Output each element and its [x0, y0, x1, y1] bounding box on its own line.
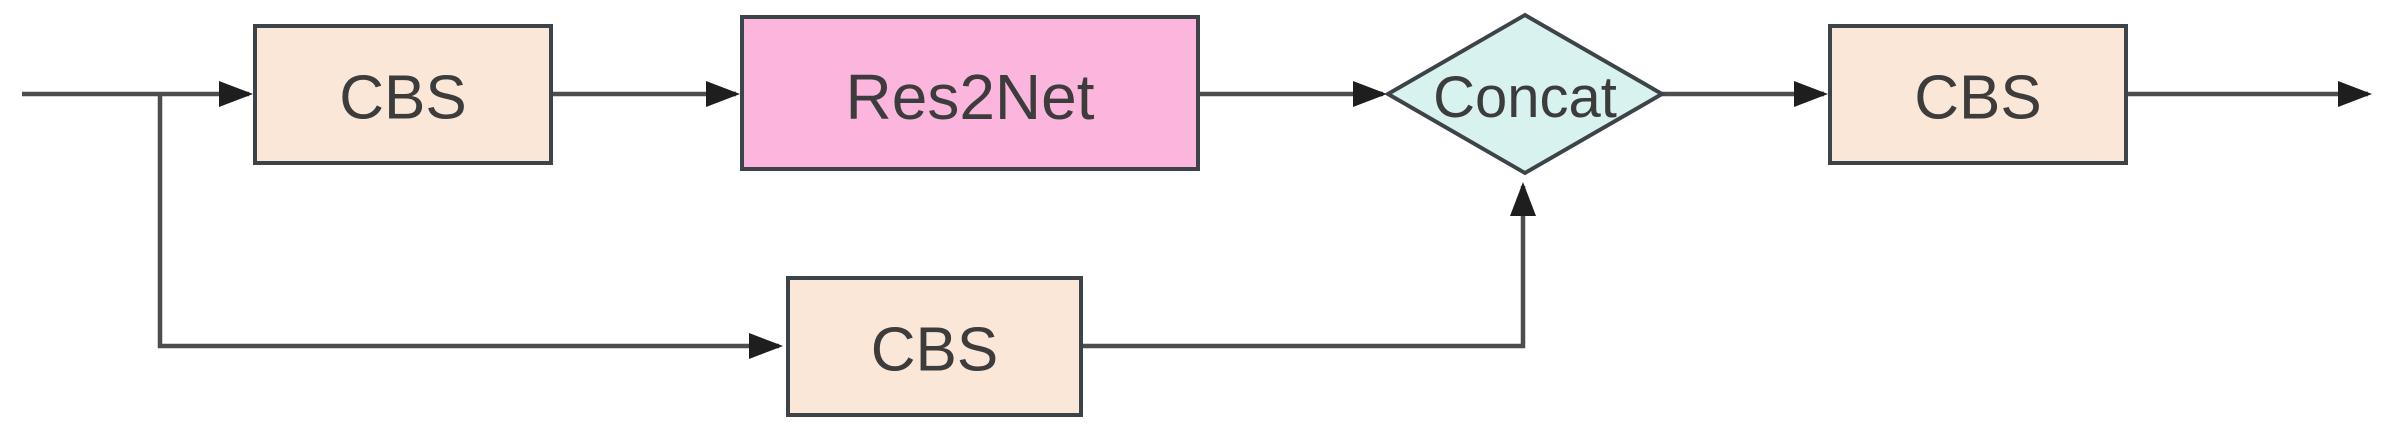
cbs-top-1-label: CBS	[339, 64, 466, 133]
edge-input-branch-to-cbs-bottom	[157, 94, 783, 359]
cbs-bottom-shape	[786, 276, 1083, 417]
cbs-top-2-label: CBS	[1914, 64, 2041, 133]
cbs-bottom-label: CBS	[871, 316, 998, 385]
cbs-top-2-shape	[1828, 24, 2128, 165]
concat-shape	[1383, 12, 1667, 176]
node-cbs-top-2: CBS	[1828, 24, 2128, 165]
node-res2net: Res2Net	[740, 15, 1200, 171]
cbs-top-1-shape	[253, 24, 553, 165]
res2net-label: Res2Net	[846, 61, 1095, 133]
concat-label: Concat	[1433, 65, 1617, 130]
node-concat: Concat	[1383, 12, 1667, 176]
node-cbs-bottom: CBS	[786, 276, 1083, 417]
edge-cbs-bottom-to-concat	[1081, 182, 1536, 349]
node-cbs-top-1: CBS	[253, 24, 553, 165]
res2net-shape	[740, 15, 1200, 171]
